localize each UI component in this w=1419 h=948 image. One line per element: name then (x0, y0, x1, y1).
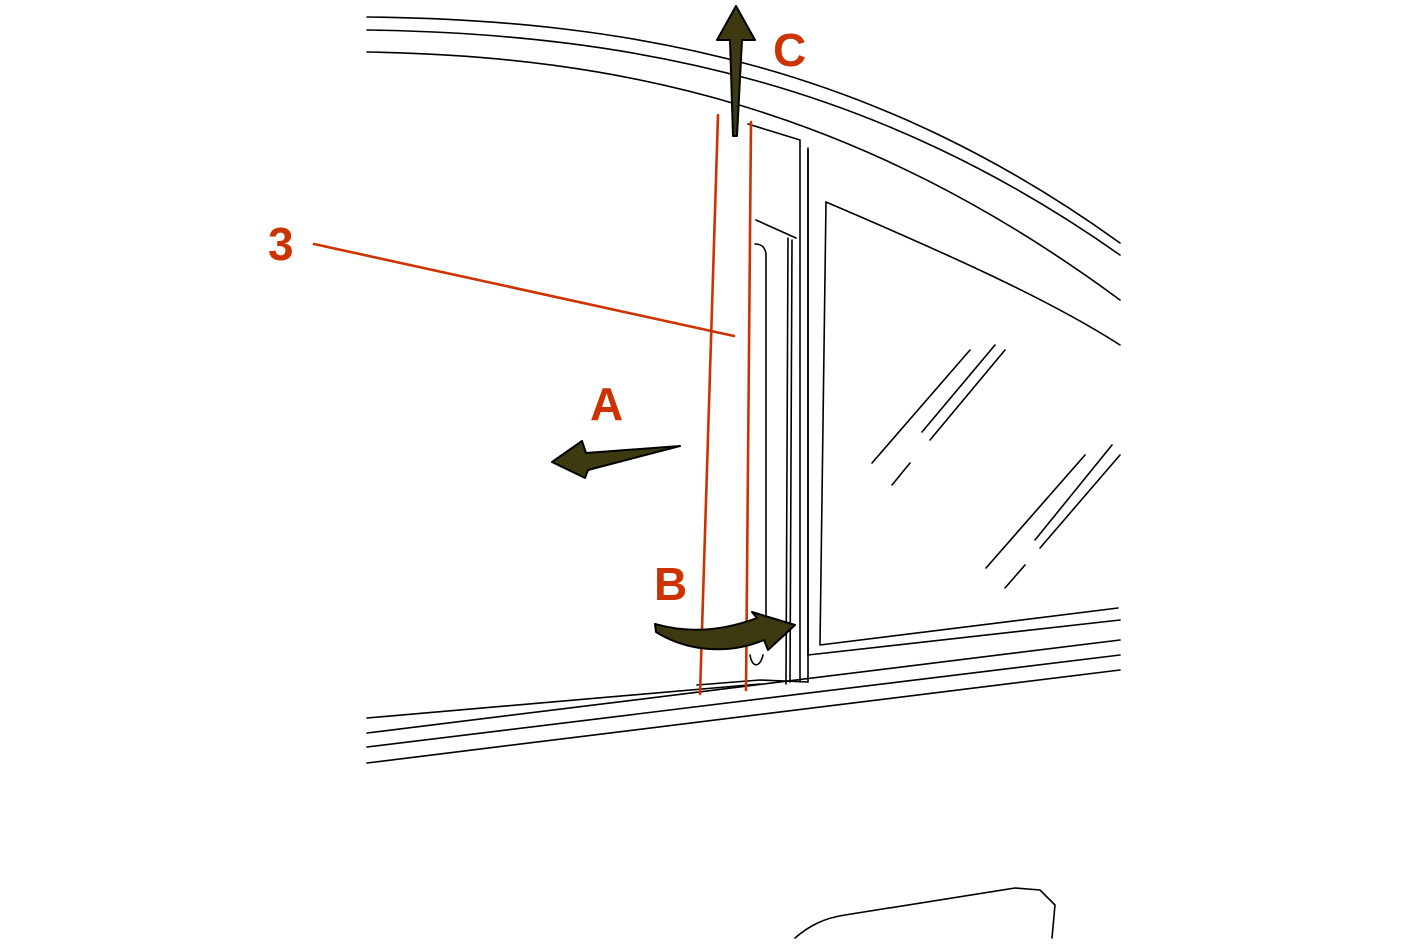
roof-frame-lines (366, 16, 1121, 301)
door-handle-outline (794, 887, 1056, 939)
door-belt-line (366, 639, 1121, 764)
arrow-left-icon (551, 440, 681, 479)
step-c-label: C (773, 24, 806, 76)
step-a-label: A (590, 378, 623, 430)
part-3-leader-line (312, 242, 736, 338)
door-pillar (696, 123, 809, 686)
curved-arrow-right-icon (654, 611, 796, 651)
part-3-label: 3 (268, 218, 294, 270)
step-b-label: B (654, 558, 687, 610)
arrow-up-icon (716, 5, 756, 137)
pillar-trim-part (312, 113, 753, 696)
